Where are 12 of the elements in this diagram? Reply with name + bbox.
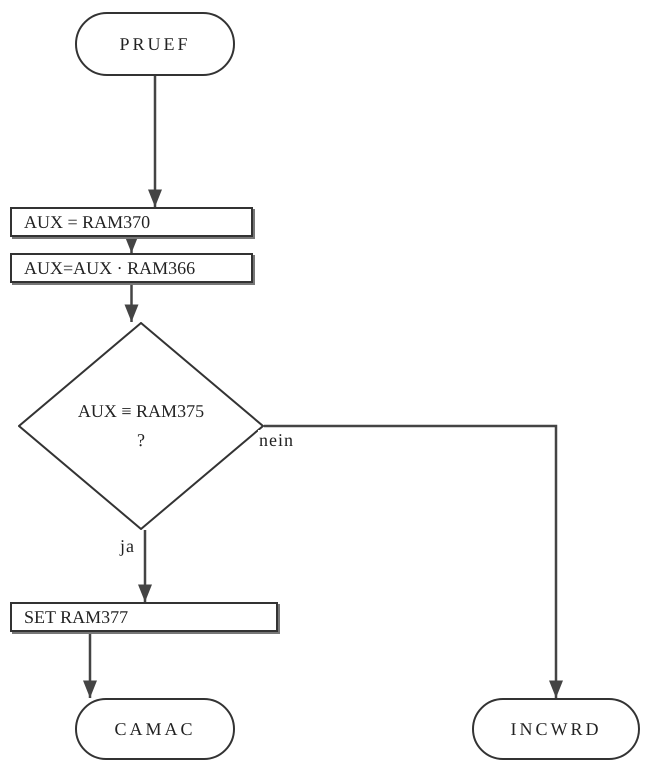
process-box: SET RAM377 [10, 602, 278, 632]
terminal-shape: CAMAC [75, 698, 235, 760]
terminal-shape: INCWRD [472, 698, 640, 760]
arrow [124, 283, 138, 322]
process-box: AUX = RAM370 [10, 207, 253, 237]
arrow [148, 76, 162, 207]
condition-text: AUX ≡ RAM375 ? [76, 400, 206, 452]
arrow [83, 632, 97, 698]
terminal-shape: PRUEF [75, 12, 235, 76]
arrow [138, 530, 152, 602]
process-box: AUX=AUX · RAM366 [10, 253, 253, 283]
arrow [264, 424, 563, 698]
